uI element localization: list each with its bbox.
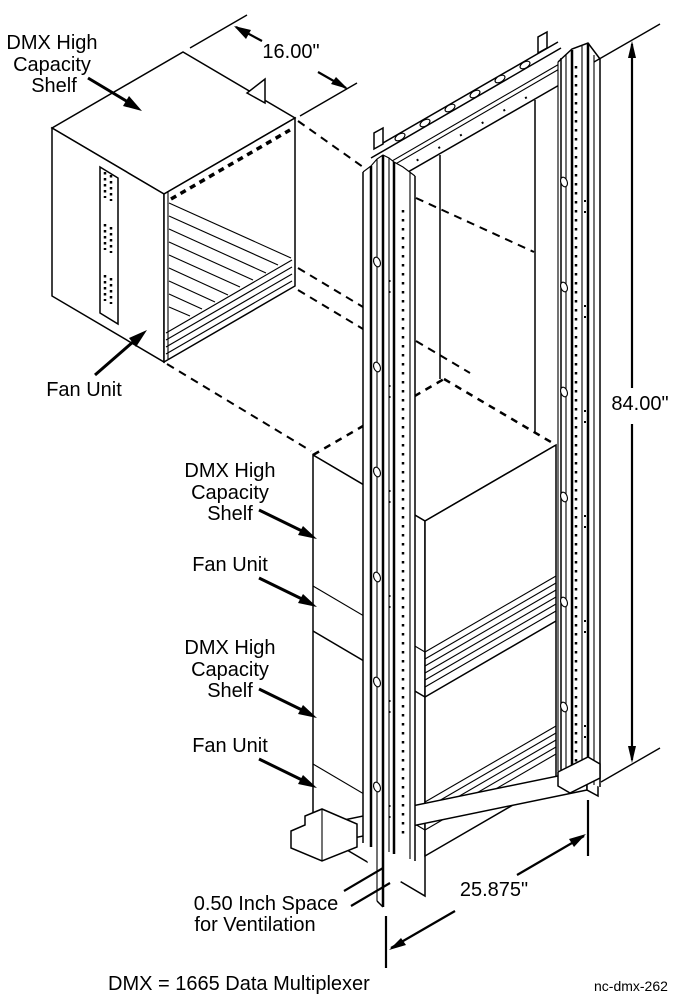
dim-16-label: 16.00" bbox=[262, 41, 319, 63]
datum-triangle-marker bbox=[245, 77, 266, 105]
lower-shelf-label-line3: Shelf bbox=[207, 680, 253, 702]
upper-shelf-label-line1: DMX High bbox=[184, 460, 275, 482]
lower-shelf-label-line1: DMX High bbox=[184, 637, 275, 659]
card-slot-guides bbox=[168, 202, 292, 317]
dimension-shelf-width: 16.00" bbox=[189, 14, 358, 117]
floating-shelf bbox=[50, 51, 297, 364]
ventilation-label-line2: for Ventilation bbox=[194, 914, 315, 936]
floating-shelf-label-line3: Shelf bbox=[31, 75, 77, 97]
connector-strip bbox=[99, 165, 119, 326]
ventilation-space-marks bbox=[343, 867, 391, 907]
projection-lines bbox=[166, 120, 535, 452]
rack-top-beam bbox=[370, 30, 562, 192]
figure-id: nc-dmx-262 bbox=[594, 978, 668, 994]
upper-fan-grille bbox=[424, 575, 557, 698]
label-arrows bbox=[87, 76, 317, 788]
floating-fan-label: Fan Unit bbox=[46, 379, 122, 401]
floating-shelf-label-line1: DMX High bbox=[6, 32, 97, 54]
ventilation-label-line1: 0.50 Inch Space bbox=[194, 893, 339, 915]
dim-25-label: 25.875" bbox=[460, 879, 528, 901]
floating-fan-vents bbox=[165, 259, 293, 355]
dimension-base-width: 25.875" bbox=[384, 800, 590, 968]
text-labels: DMX High Capacity Shelf Fan Unit DMX Hig… bbox=[6, 32, 668, 995]
lower-fan-label: Fan Unit bbox=[192, 735, 268, 757]
floating-shelf-label-line2: Capacity bbox=[13, 54, 91, 76]
upper-shelf-label-line2: Capacity bbox=[191, 482, 269, 504]
lower-shelf-label-line2: Capacity bbox=[191, 659, 269, 681]
dim-84-label: 84.00" bbox=[611, 393, 668, 415]
rack-interior-lines bbox=[439, 100, 536, 433]
upper-shelf-label-line3: Shelf bbox=[207, 503, 253, 525]
rack-left-post bbox=[362, 154, 416, 908]
figure-caption: DMX = 1665 Data Multiplexer bbox=[108, 973, 370, 995]
dimension-rack-height: 84.00" bbox=[593, 23, 669, 783]
upper-fan-label: Fan Unit bbox=[192, 554, 268, 576]
rack-right-post bbox=[557, 42, 601, 794]
